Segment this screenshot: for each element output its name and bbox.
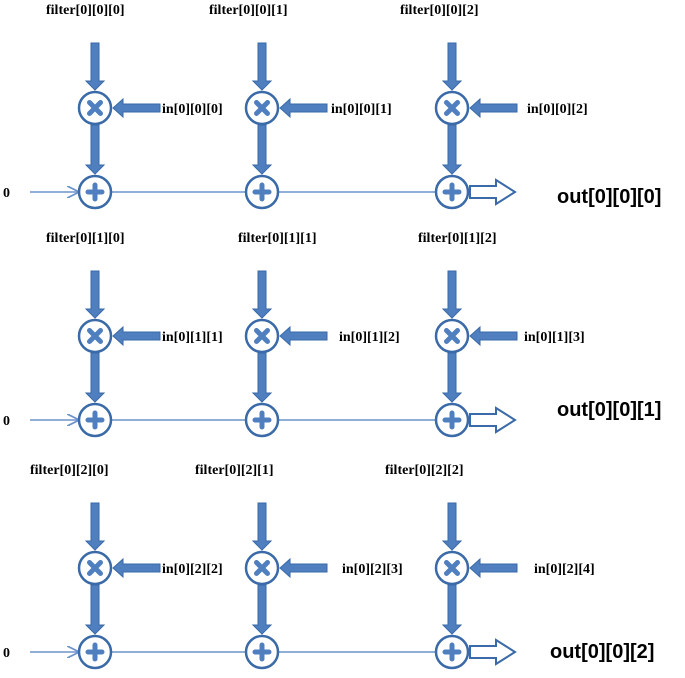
plus-icon xyxy=(85,642,105,662)
filter-arrow xyxy=(84,502,106,551)
filter-label: filter[0][2][2] xyxy=(385,463,464,478)
initial-value-label: 0 xyxy=(3,414,10,429)
filter-arrow xyxy=(251,42,273,91)
filter-label: filter[0][2][1] xyxy=(195,463,274,478)
plus-icon xyxy=(442,182,462,202)
input-label: in[0][1][2] xyxy=(339,330,400,345)
filter-label: filter[0][0][0] xyxy=(46,3,125,18)
output-label: out[0][0][1] xyxy=(557,399,661,421)
initial-value-label: 0 xyxy=(3,186,10,201)
filter-arrow xyxy=(84,270,106,319)
multiply-icon xyxy=(87,328,103,344)
multiply-icon xyxy=(254,560,270,576)
product-arrow xyxy=(251,352,273,403)
multiply-icon xyxy=(254,328,270,344)
filter-arrow xyxy=(441,42,463,91)
plus-icon xyxy=(252,642,272,662)
multiply-icon xyxy=(87,100,103,116)
multiply-icon xyxy=(87,560,103,576)
filter-label: filter[0][1][0] xyxy=(46,231,125,246)
plus-icon xyxy=(252,410,272,430)
filter-arrow xyxy=(251,502,273,551)
filter-label: filter[0][0][1] xyxy=(209,3,288,18)
multiply-icon xyxy=(444,560,460,576)
input-arrow xyxy=(112,325,161,347)
plus-icon xyxy=(442,642,462,662)
product-arrow xyxy=(251,584,273,635)
input-label: in[0][0][2] xyxy=(527,102,588,117)
plus-icon xyxy=(442,410,462,430)
product-arrow xyxy=(441,584,463,635)
output-label: out[0][0][0] xyxy=(557,186,661,208)
product-arrow xyxy=(84,352,106,403)
input-label: in[0][0][0] xyxy=(162,102,223,117)
input-arrow xyxy=(279,325,328,347)
input-label: in[0][2][3] xyxy=(342,562,403,577)
product-arrow xyxy=(441,352,463,403)
input-label: in[0][2][4] xyxy=(534,562,595,577)
output-arrow xyxy=(469,638,517,666)
multiply-icon xyxy=(444,100,460,116)
multiply-icon xyxy=(444,328,460,344)
input-arrow xyxy=(469,557,518,579)
output-label: out[0][0][2] xyxy=(550,641,654,663)
output-arrow xyxy=(469,406,517,434)
input-label: in[0][0][1] xyxy=(331,102,392,117)
input-arrow xyxy=(469,325,518,347)
multiply-icon xyxy=(254,100,270,116)
input-arrow xyxy=(112,97,161,119)
output-arrow xyxy=(469,178,517,206)
filter-label: filter[0][1][1] xyxy=(238,231,317,246)
product-arrow xyxy=(84,584,106,635)
filter-arrow xyxy=(84,42,106,91)
filter-label: filter[0][0][2] xyxy=(400,3,479,18)
input-label: in[0][2][2] xyxy=(162,562,223,577)
plus-icon xyxy=(252,182,272,202)
input-arrow xyxy=(279,557,328,579)
filter-label: filter[0][1][2] xyxy=(418,231,497,246)
plus-icon xyxy=(85,410,105,430)
filter-arrow xyxy=(441,270,463,319)
product-arrow xyxy=(441,124,463,175)
input-arrow xyxy=(112,557,161,579)
product-arrow xyxy=(251,124,273,175)
input-label: in[0][1][1] xyxy=(162,330,223,345)
filter-label: filter[0][2][0] xyxy=(30,463,109,478)
input-label: in[0][1][3] xyxy=(524,330,585,345)
input-arrow xyxy=(279,97,328,119)
filter-arrow xyxy=(441,502,463,551)
input-arrow xyxy=(469,97,518,119)
filter-arrow xyxy=(251,270,273,319)
product-arrow xyxy=(84,124,106,175)
plus-icon xyxy=(85,182,105,202)
initial-value-label: 0 xyxy=(3,646,10,661)
